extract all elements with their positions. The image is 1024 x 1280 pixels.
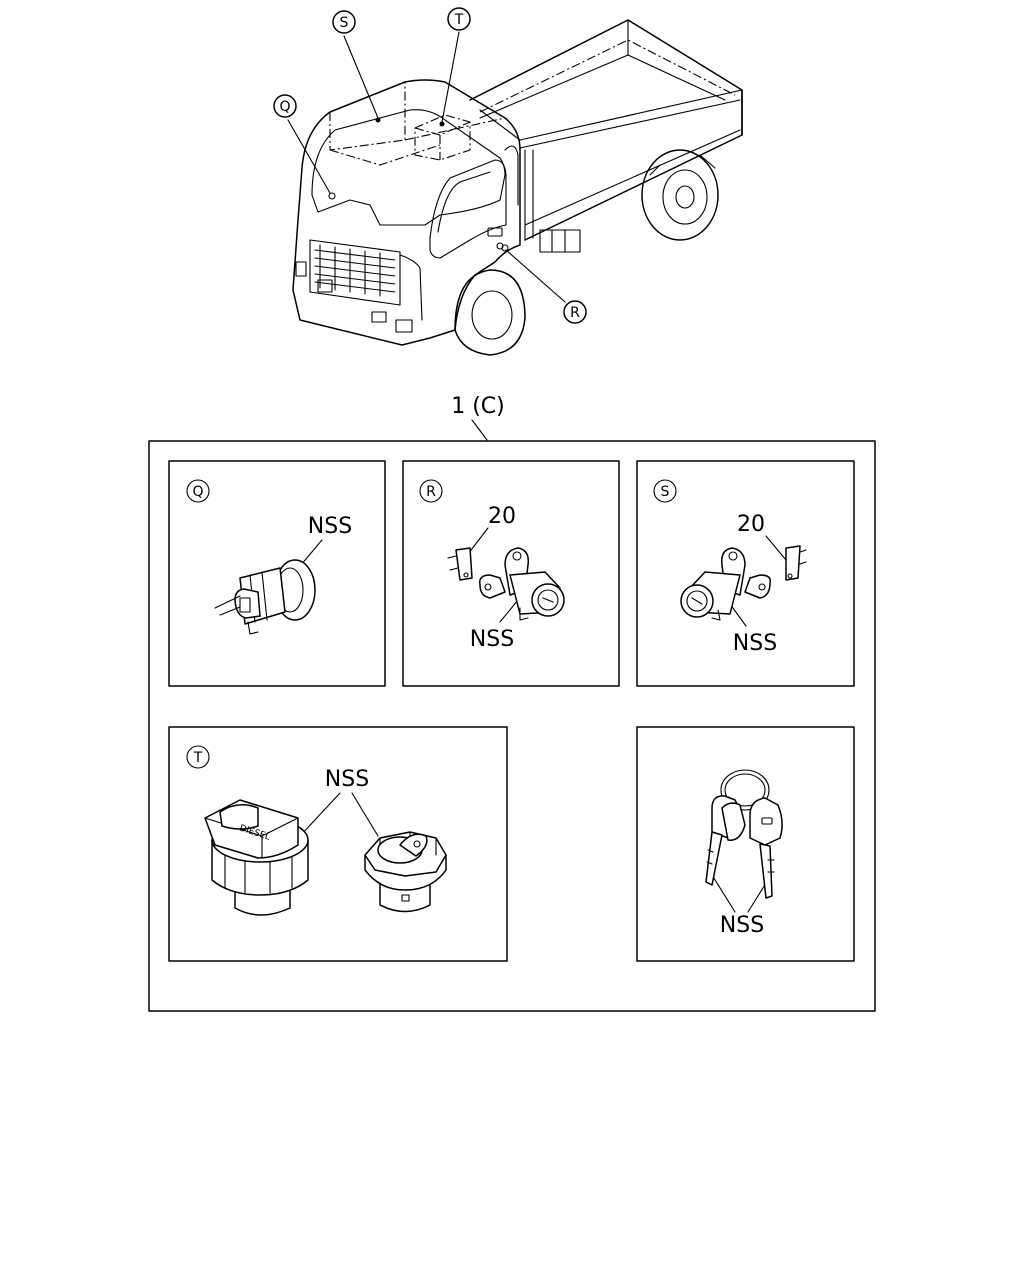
point-r [501,244,509,252]
retainer-clip-s [785,545,807,581]
assembly-label: 1 (C) [451,394,505,419]
assembly-leader [471,419,488,441]
panel-r: R 20 NSS [402,460,620,687]
callout-r-letter: R [570,305,580,321]
panel-q-nss-label: NSS [308,514,352,539]
fuel-cap-small [364,831,447,913]
door-lock-cylinder-s [680,547,772,621]
panel-t-badge: T [193,750,203,766]
callout-r: R [563,300,587,324]
door-lock-cylinder-r [478,547,565,621]
panel-keys: NSS [636,726,855,962]
panel-r-badge: R [426,484,436,500]
truck-cab [292,79,526,356]
panel-r-ref-number: 20 [488,504,516,529]
panel-keys-nss-label: NSS [720,913,764,938]
panel-t-nss-label: NSS [325,767,369,792]
truck-illustration: S T Q R [273,7,743,356]
retainer-clip-r [447,547,473,581]
assembly-frame [148,440,876,1012]
point-q [328,192,336,200]
panel-s-nss-label: NSS [733,631,777,656]
panel-t: T NSS DIESEL [168,726,508,962]
panel-r-nss-label: NSS [470,627,514,652]
callout-s-letter: S [340,15,349,31]
callout-leaders [287,31,566,303]
panel-s-ref-number: 20 [737,512,765,537]
callout-q-letter: Q [279,99,290,115]
callout-t: T [447,7,471,31]
cargo-bed [469,19,743,253]
panel-q-badge: Q [192,484,203,500]
ignition-switch-part [214,559,316,635]
panel-q: Q NSS [168,460,386,687]
fuel-cap-large: DIESEL [204,799,309,916]
key-set [705,769,783,899]
panel-s-badge: S [661,484,670,500]
callout-t-letter: T [454,12,464,28]
panel-s: S 20 NSS [636,460,855,687]
callout-s: S [332,10,356,34]
point-t [439,121,445,127]
point-s [375,117,381,123]
callout-q: Q [273,94,297,118]
